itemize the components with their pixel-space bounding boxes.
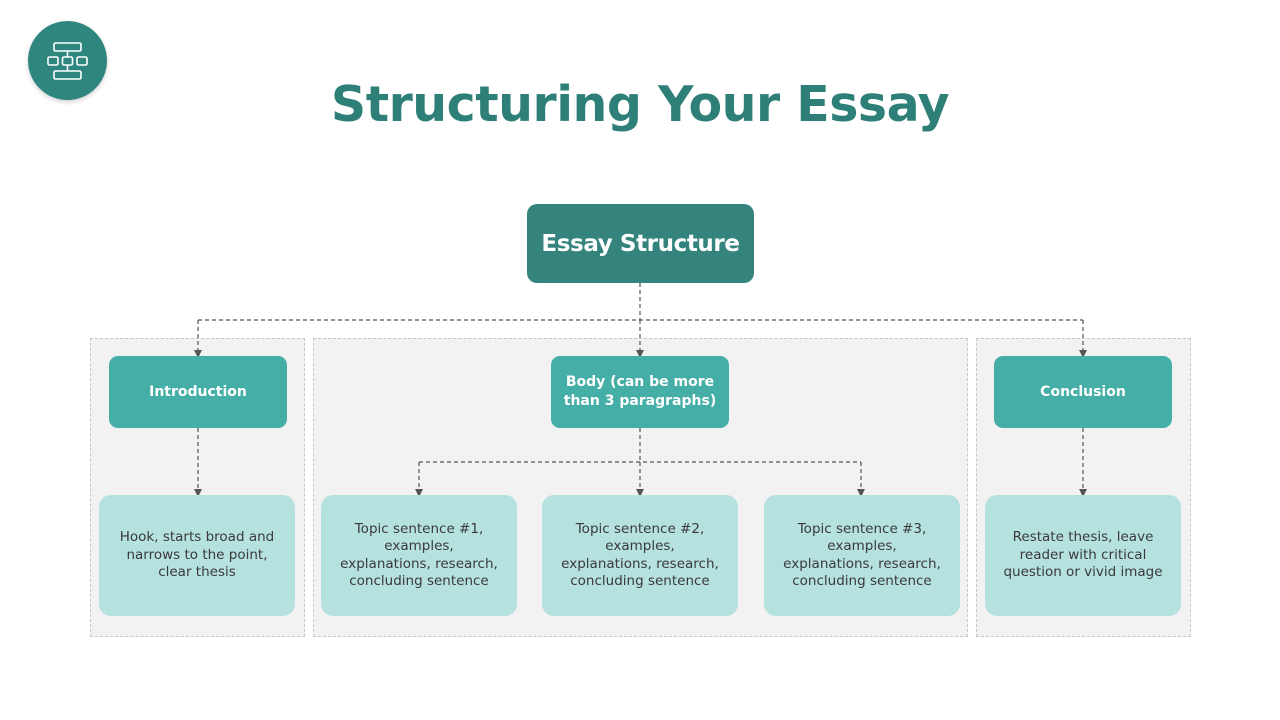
body-paragraph-1-text: Topic sentence #1, examples, explanation… xyxy=(340,520,498,590)
body-paragraph-3-node: Topic sentence #3, examples, explanation… xyxy=(764,495,960,616)
introduction-detail-text: Hook, starts broad and narrows to the po… xyxy=(119,529,275,581)
introduction-node: Introduction xyxy=(109,356,287,428)
slide-title: Structuring Your Essay xyxy=(330,76,950,133)
conclusion-detail-node: Restate thesis, leave reader with critic… xyxy=(985,495,1181,616)
body-paragraph-2-text: Topic sentence #2, examples, explanation… xyxy=(561,520,719,590)
hierarchy-diagram-icon xyxy=(28,21,107,100)
introduction-detail-node: Hook, starts broad and narrows to the po… xyxy=(99,495,295,616)
root-node-label: Essay Structure xyxy=(541,230,740,257)
conclusion-node: Conclusion xyxy=(994,356,1172,428)
conclusion-detail-text: Restate thesis, leave reader with critic… xyxy=(1003,529,1163,581)
body-paragraph-3-text: Topic sentence #3, examples, explanation… xyxy=(783,520,941,590)
introduction-node-label: Introduction xyxy=(149,383,247,400)
body-paragraph-1-node: Topic sentence #1, examples, explanation… xyxy=(321,495,517,616)
essay-structure-root-node: Essay Structure xyxy=(527,204,754,283)
body-paragraph-2-node: Topic sentence #2, examples, explanation… xyxy=(542,495,738,616)
conclusion-node-label: Conclusion xyxy=(1040,383,1126,400)
body-node-label: Body (can be more than 3 paragraphs) xyxy=(563,374,717,409)
body-node: Body (can be more than 3 paragraphs) xyxy=(551,356,729,428)
